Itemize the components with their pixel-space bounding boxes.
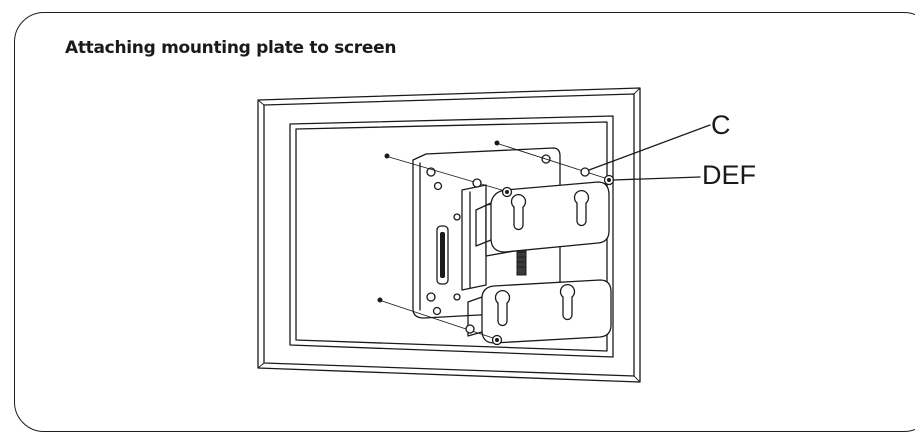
screw-guides (377, 140, 609, 340)
lower-bracket (467, 279, 612, 344)
callout-c-label: C (711, 110, 731, 140)
upper-bracket (475, 181, 610, 253)
mounting-diagram (257, 87, 711, 383)
callout-def-label: DEF (702, 160, 756, 190)
screws (465, 167, 615, 346)
callout-leaders (588, 124, 711, 181)
panel-title: Attaching mounting plate to screen (65, 38, 397, 58)
